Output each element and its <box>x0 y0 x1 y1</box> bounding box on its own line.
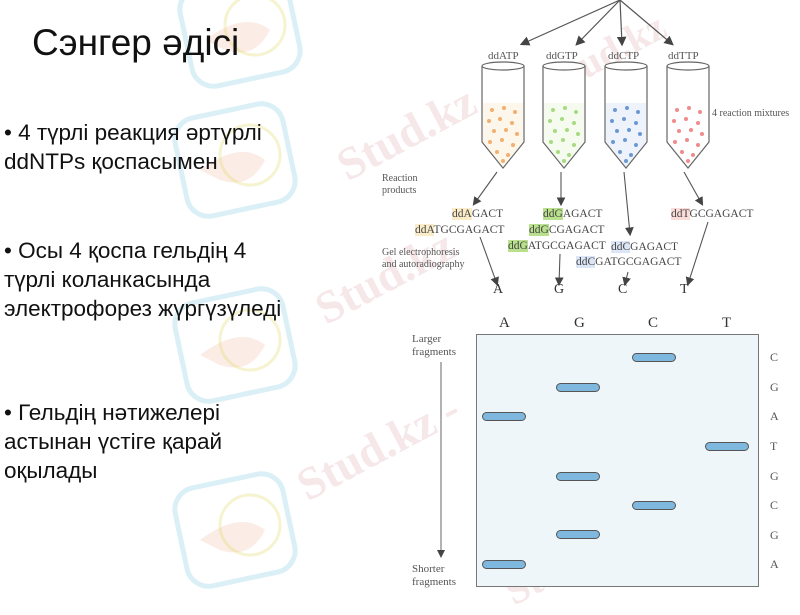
label-line: fragments <box>412 576 456 588</box>
sanger-diagram-graphics <box>437 0 710 558</box>
product-T-1: ddTGCGAGACT <box>671 208 753 220</box>
dd-prefix: ddT <box>671 208 690 220</box>
bullet-line: астынан үстіге қарай <box>4 429 223 454</box>
product-A-1: ddAGACT <box>452 208 503 220</box>
slide-title: Сэнгер әдісі <box>32 22 240 63</box>
gel-band-G-2 <box>556 383 600 392</box>
readout-1: C <box>770 350 779 364</box>
tube-ddATP <box>481 61 525 169</box>
lane-letter-C: C <box>618 282 628 297</box>
gel-header-A: A <box>499 315 510 331</box>
label-line: Gel electrophoresis <box>382 247 460 258</box>
tube-label-ddGTP: ddGTP <box>546 50 578 62</box>
product-G-3: ddGATGCGAGACT <box>508 240 606 252</box>
gel-band-T-4 <box>705 442 749 451</box>
product-C-2: ddCGATGCGAGACT <box>576 256 681 268</box>
dd-prefix: ddC <box>611 241 631 253</box>
lane-letter-G: G <box>554 282 565 297</box>
mixtures-label: 4 reaction mixtures <box>712 108 790 119</box>
bullet-line: электрофорез жүргүзүледі <box>4 296 282 321</box>
tube-label-ddATP: ddATP <box>488 50 519 62</box>
gel-band-G-7 <box>556 530 600 539</box>
dd-prefix: ddG <box>529 224 549 236</box>
reaction-products-label: Reaction products <box>382 173 418 197</box>
tube-ddGTP <box>542 61 586 169</box>
readout-4: T <box>770 439 778 453</box>
seq-rest: TGCGAGACT <box>433 224 505 236</box>
product-G-2: ddGCGAGACT <box>529 224 604 236</box>
seq-rest: AGACT <box>562 208 603 220</box>
gel-electrophoresis-label: Gel electrophoresis and autoradiography <box>382 247 464 271</box>
readout-3: A <box>770 409 779 423</box>
readout-5: G <box>770 469 779 483</box>
label-line: Shorter <box>412 563 445 575</box>
label-line: and autoradiography <box>382 259 465 270</box>
readout-7: G <box>770 528 779 542</box>
seq-rest: ATGCGAGACT <box>527 240 606 252</box>
seq-rest: GAGACT <box>630 241 679 253</box>
larger-fragments-label: Larger fragments <box>412 333 456 359</box>
dd-prefix: ddA <box>452 208 472 220</box>
gel-band-A-8 <box>482 560 526 569</box>
label-line: Larger <box>412 333 442 345</box>
readout-2: G <box>770 380 779 394</box>
bullet-line: түрлі коланкасында <box>4 267 211 292</box>
dd-prefix: ddG <box>543 208 563 220</box>
readout-6: C <box>770 498 779 512</box>
product-C-1: ddCGAGACT <box>611 241 678 253</box>
seq-rest: GACT <box>471 208 504 220</box>
bullet-1: • 4 түрлі реакция әртүрлі ddNTPs қоспасы… <box>4 118 262 176</box>
dd-prefix: ddG <box>508 240 528 252</box>
gel-band-C-6 <box>632 501 676 510</box>
bullet-2: • Осы 4 қоспа гельдің 4 түрлі коланкасын… <box>4 236 281 323</box>
gel-header-C: C <box>648 315 659 331</box>
gel-band-G-5 <box>556 472 600 481</box>
dd-prefix: ddA <box>415 224 434 236</box>
lane-letter-T: T <box>680 282 689 297</box>
tube-ddCTP <box>604 61 648 169</box>
gel-band-C-1 <box>632 353 676 362</box>
seq-rest: CGAGACT <box>548 224 605 236</box>
product-G-1: ddGAGACT <box>543 208 602 220</box>
bullet-line: ddNTPs қоспасымен <box>4 149 218 174</box>
gel-panel <box>476 334 759 587</box>
seq-rest: GCGAGACT <box>689 208 754 220</box>
gel-header-T: T <box>722 315 732 331</box>
gel-header-G: G <box>574 315 585 331</box>
label-line: Reaction <box>382 173 418 184</box>
seq-rest: GATGCGAGACT <box>595 256 682 268</box>
tube-ddTTP <box>666 61 710 169</box>
bullet-line: оқылады <box>4 458 98 483</box>
label-line: fragments <box>412 346 456 358</box>
lane-letter-A: A <box>493 282 504 297</box>
tube-label-ddTTP: ddTTP <box>668 50 699 62</box>
bullet-line: • Осы 4 қоспа гельдің 4 <box>4 238 247 263</box>
shorter-fragments-label: Shorter fragments <box>412 563 456 589</box>
bullet-line: • 4 түрлі реакция әртүрлі <box>4 120 262 145</box>
dd-prefix: ddC <box>576 256 596 268</box>
readout-8: A <box>770 557 779 571</box>
bullet-line: • Гельдің нәтижелері <box>4 400 221 425</box>
gel-band-A-3 <box>482 412 526 421</box>
tube-label-ddCTP: ddCTP <box>608 50 640 62</box>
bullet-3: • Гельдің нәтижелері астынан үстіге қара… <box>4 398 222 485</box>
label-line: products <box>382 185 417 196</box>
product-A-2: ddATGCGAGACT <box>415 224 504 236</box>
